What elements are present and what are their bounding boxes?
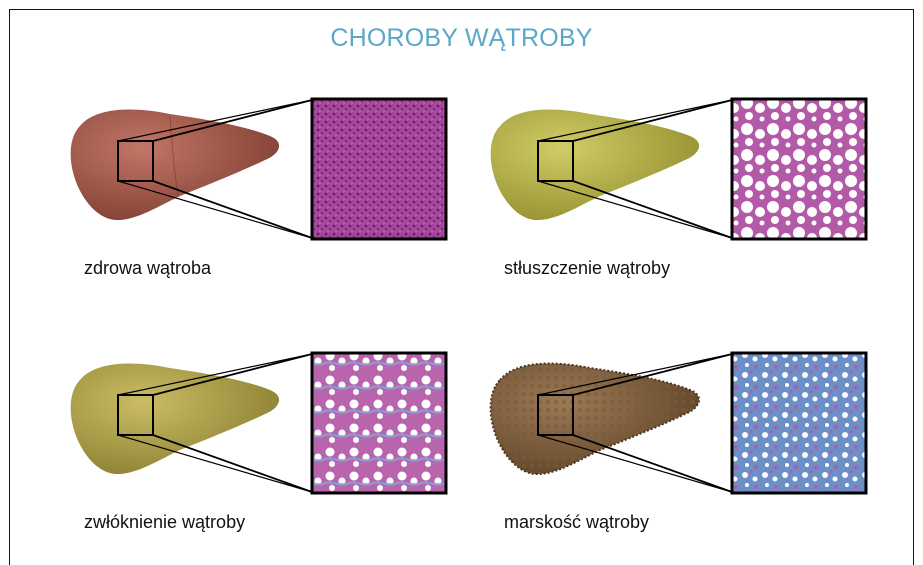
fatty-liver-illustration [480,96,880,241]
caption-fatty: stłuszczenie wątroby [504,258,670,279]
healthy-tissue-micrograph [312,99,446,239]
panel-fibrosis-liver: zwłóknienie wątroby [60,350,460,505]
panel-healthy-liver: zdrowa wątroba [60,96,460,251]
liver-shape [491,110,699,221]
fibrosis-liver-illustration [60,350,460,495]
fibrosis-tissue-micrograph [312,353,446,493]
panel-cirrhosis-liver: marskość wątroby [480,350,880,505]
cirrhosis-liver-illustration [480,350,880,495]
caption-fibrosis: zwłóknienie wątroby [84,512,245,533]
cirrhosis-tissue-micrograph [732,353,866,493]
liver-shape [71,110,279,221]
caption-cirrhosis: marskość wątroby [504,512,649,533]
healthy-liver-illustration [60,96,460,241]
liver-shape [71,364,279,475]
fatty-tissue-micrograph [732,99,866,239]
panel-fatty-liver: stłuszczenie wątroby [480,96,880,251]
caption-healthy: zdrowa wątroba [84,258,211,279]
figure-title: CHOROBY WĄTROBY [0,24,923,53]
